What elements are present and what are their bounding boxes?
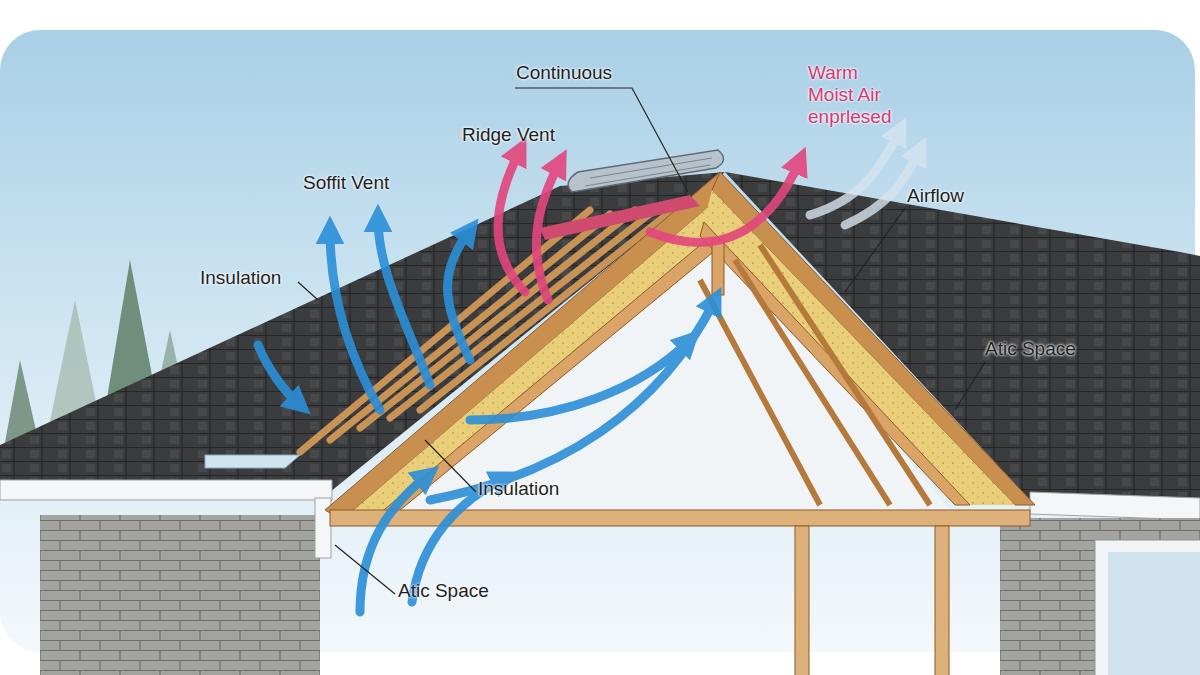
ridge-vent-cap (568, 150, 723, 192)
fascia (1030, 492, 1200, 520)
ceiling-joist (330, 510, 1030, 526)
callout-label: Atic Space (398, 580, 558, 602)
callout-label: Insulation (200, 267, 360, 289)
rafter (325, 172, 728, 520)
vent-strip (540, 195, 700, 240)
post (795, 526, 809, 675)
truss-member (700, 280, 820, 505)
rafter (700, 222, 970, 505)
truss-member (760, 245, 930, 505)
moist-air-arrow (650, 160, 800, 242)
leader-line (298, 282, 318, 300)
leader-line (425, 440, 476, 492)
callout-label: Soffit Vent (303, 172, 463, 194)
moist-air-arrow (536, 162, 560, 300)
airflow-arrow (470, 340, 690, 420)
insulation (704, 190, 1015, 505)
callout-label: Continuous (516, 62, 676, 84)
airflow-arrow (378, 218, 430, 385)
leader-line (335, 545, 395, 594)
airflow-arrows (258, 218, 715, 612)
airflow-arrow (430, 300, 715, 500)
window-glass (1108, 552, 1200, 675)
leader-lines (298, 88, 985, 594)
truss-members (700, 245, 930, 505)
ridge-vent-ribs (585, 158, 712, 186)
callout-label: Insulation (478, 478, 638, 500)
callout-label: Warm Moist Air enprlesed (808, 62, 900, 128)
truss-member (735, 260, 890, 505)
moist-air-arrows (498, 150, 800, 300)
brick-wall (40, 515, 320, 675)
king-post (712, 240, 724, 295)
moist-air-arrow (498, 150, 525, 292)
gutter (0, 480, 332, 500)
callout-label: Atic Space (985, 338, 1145, 360)
skylight (205, 455, 300, 468)
airflow-arrow (448, 230, 471, 360)
post (935, 526, 949, 675)
callout-label: Airflow (907, 185, 1067, 207)
window-frame (1095, 540, 1200, 675)
leader-line (955, 362, 985, 410)
leader-line (845, 208, 905, 292)
airflow-arrow (330, 230, 380, 410)
airflow-arrow (258, 345, 300, 405)
callout-label: Ridge Vent (462, 124, 622, 146)
